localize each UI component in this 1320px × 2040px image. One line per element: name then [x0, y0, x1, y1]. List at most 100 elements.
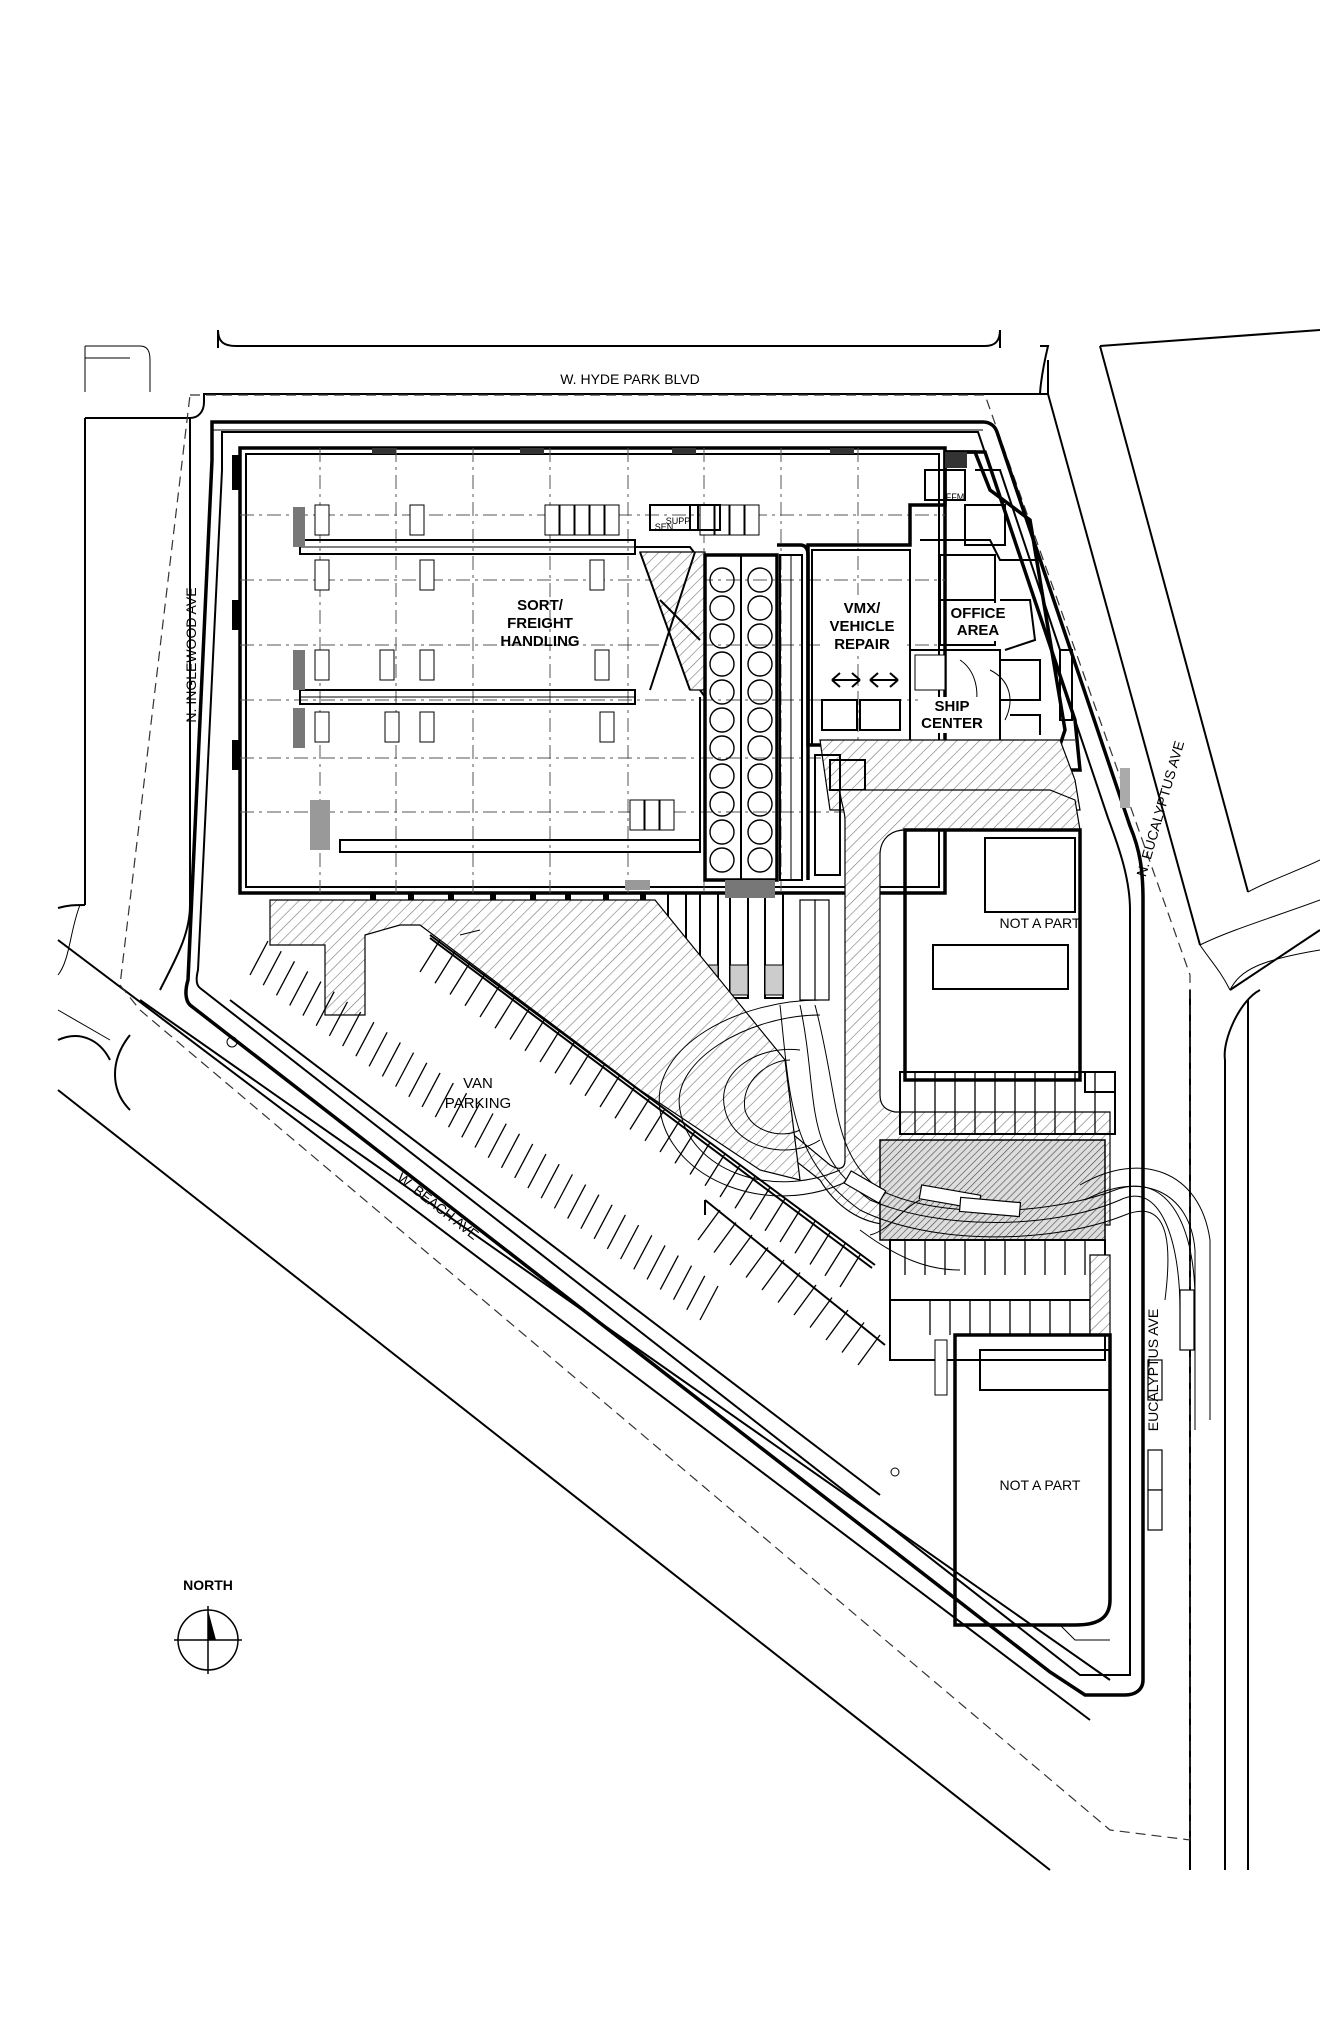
parking-stall-line — [509, 1007, 531, 1040]
parking-stall-line — [461, 1103, 481, 1138]
parking-stall-line — [381, 1042, 401, 1077]
stalls-middle — [899, 1071, 1116, 1135]
parking-stall-line — [328, 1001, 348, 1037]
parking-stall-line — [408, 1062, 428, 1098]
parking-stall-line — [704, 1153, 726, 1187]
street-label-north: W. HYDE PARK BLVD — [560, 371, 700, 387]
sort-label-line2: FREIGHT — [507, 615, 573, 632]
parking-stall-line — [689, 1142, 711, 1175]
parking-stall-line — [629, 1097, 651, 1130]
parking-stall-line — [614, 1085, 636, 1119]
parking-stall-line — [464, 973, 486, 1007]
sort-label-line3: HANDLING — [500, 633, 579, 650]
parking-stall-line — [824, 1243, 846, 1277]
parking-stall-line — [761, 1259, 785, 1291]
ship-label-line1: SHIP — [934, 698, 969, 715]
parking-stall-line — [729, 1234, 753, 1266]
parking-stall-line — [474, 1113, 494, 1148]
parking-stall-line — [580, 1194, 600, 1229]
parking-stall-line — [777, 1272, 801, 1303]
street-label-east-lower: EUCALYPTUS AVE — [1145, 1309, 1161, 1431]
vmx-label: VMX/ VEHICLE REPAIR — [820, 595, 905, 655]
parking-stall-line — [841, 1322, 865, 1353]
parking-stall-line — [809, 1232, 831, 1265]
parking-stall-line — [567, 1184, 587, 1219]
parking-stall-line — [355, 1021, 375, 1057]
parking-stall-line — [599, 1074, 621, 1108]
north-arrow: NORTH — [174, 1577, 242, 1674]
parking-stall-line — [527, 1153, 547, 1189]
parking-stall-line — [697, 1209, 721, 1241]
van-label-line2: PARKING — [445, 1095, 511, 1112]
parking-stall-line — [644, 1108, 666, 1142]
parking-stall-line — [289, 971, 309, 1006]
parking-stall-line — [514, 1143, 534, 1179]
street-label-south: W. BEACH AVE — [394, 1169, 482, 1242]
parking-stall-line — [447, 1092, 468, 1128]
not-a-part-lower — [953, 1333, 1112, 1641]
parking-stall-line — [539, 1029, 561, 1063]
parking-stall-line — [593, 1204, 613, 1240]
parking-stall-line — [368, 1032, 388, 1067]
parking-stall-line — [315, 991, 335, 1027]
parking-stall-line — [674, 1130, 696, 1164]
parking-stall-line — [487, 1123, 507, 1158]
street-label-west: N. INGLEWOOD AVE — [183, 587, 199, 722]
parking-stall-line — [419, 939, 441, 973]
parking-stall-line — [554, 1040, 576, 1074]
van-parking-label: VAN PARKING — [445, 1075, 511, 1112]
parking-stall-line — [672, 1265, 693, 1301]
parking-stall-line — [584, 1063, 606, 1097]
driveways — [269, 789, 1111, 1241]
supp-label: SUPP — [666, 516, 691, 526]
ffm-label: FFM — [946, 492, 965, 502]
stalls-lower — [889, 1239, 1111, 1361]
van-label-line1: VAN — [463, 1075, 493, 1092]
not-a-part-upper-label: NOT A PART — [1000, 915, 1081, 931]
office-area-label: OFFICE AREA — [948, 603, 1010, 641]
ship-center-label: SHIP CENTER — [918, 697, 986, 733]
parking-stall-line — [793, 1284, 817, 1316]
parking-stall-line — [713, 1222, 737, 1253]
parking-stall-line — [421, 1072, 441, 1108]
property-line — [119, 394, 1191, 1841]
office-label-line2: AREA — [957, 622, 1000, 639]
parking-stall-line — [620, 1224, 640, 1260]
parking-stall-line — [275, 960, 296, 996]
site-details — [226, 455, 1130, 1477]
parking-stall-line — [479, 984, 501, 1018]
parking-stall-line — [553, 1174, 573, 1209]
parking-stall-line — [779, 1209, 801, 1243]
parking-stall-line — [839, 1254, 861, 1288]
parking-stall-line — [249, 940, 269, 976]
parking-stall-line — [764, 1198, 786, 1232]
parking-stall-line — [719, 1164, 741, 1198]
area-labels: SORT/ FREIGHT HANDLING VMX/ VEHICLE REPA… — [445, 492, 1081, 1493]
parking-stall-line — [659, 1119, 681, 1153]
not-a-part-lower-label: NOT A PART — [1000, 1477, 1081, 1493]
parking-stall-line — [524, 1018, 546, 1052]
parking-stall-line — [449, 962, 471, 995]
parking-stall-line — [809, 1297, 833, 1328]
parking-stall-line — [749, 1187, 771, 1220]
not-a-part-upper — [903, 828, 1082, 1082]
vmx-label-line1: VMX/ — [844, 600, 882, 617]
parking-stall-line — [434, 950, 456, 984]
parking-stall-line — [857, 1334, 881, 1366]
parking-stall-line — [646, 1245, 666, 1280]
street-label-east-upper: N. EUCALYPTUS AVE — [1133, 739, 1187, 878]
parking-stall-line — [569, 1052, 591, 1085]
parking-stall-line — [825, 1309, 849, 1341]
parking-stall-line — [395, 1052, 415, 1087]
parking-stall-line — [500, 1133, 521, 1169]
vmx-label-line3: REPAIR — [834, 636, 890, 653]
office-label-line1: OFFICE — [951, 605, 1006, 622]
van-parking-stalls — [229, 929, 886, 1496]
parking-stall-line — [494, 995, 516, 1029]
parking-stall-line — [699, 1285, 719, 1321]
trucks — [799, 899, 1195, 1531]
vmx-label-line2: VEHICLE — [829, 618, 894, 635]
parking-stall-line — [633, 1234, 653, 1270]
parking-stall-line — [686, 1275, 706, 1311]
